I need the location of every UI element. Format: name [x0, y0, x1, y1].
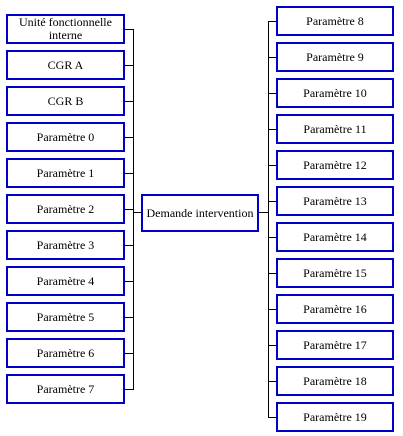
left-entity-box: Paramètre 1 [6, 158, 125, 188]
left-connector-stub [124, 353, 134, 354]
left-entity-label: Paramètre 7 [36, 381, 95, 396]
right-connector-stub [268, 237, 276, 238]
right-entity-box: Paramètre 10 [276, 78, 394, 108]
right-entity-label: Paramètre 10 [303, 85, 367, 100]
right-connector-stub [268, 93, 276, 94]
right-connector-stub [268, 129, 276, 130]
right-connector-stub [268, 309, 276, 310]
right-entity-label: Paramètre 8 [306, 13, 364, 28]
left-entity-box: Paramètre 5 [6, 302, 125, 332]
left-entity-box: CGR A [6, 50, 125, 80]
right-connector-stub [268, 21, 276, 22]
right-connector-bus [268, 21, 269, 418]
right-entity-label: Paramètre 14 [303, 229, 367, 244]
right-entity-label: Paramètre 9 [306, 49, 364, 64]
left-entity-box: Unité fonctionnelle interne [6, 14, 125, 44]
right-entity-label: Paramètre 17 [303, 337, 367, 352]
left-entity-label: Unité fonctionnelle interne [19, 15, 112, 42]
left-connector-stub [124, 281, 134, 282]
right-entity-label: Paramètre 11 [303, 121, 367, 136]
left-connector-stub [124, 137, 134, 138]
right-connector-stub [268, 381, 276, 382]
right-connector-stub [268, 417, 276, 418]
right-entity-box: Paramètre 9 [276, 42, 394, 72]
left-connector-stub [124, 173, 134, 174]
left-entity-label: Paramètre 4 [36, 273, 95, 288]
left-entity-box: Paramètre 0 [6, 122, 125, 152]
right-entity-box: Paramètre 12 [276, 150, 394, 180]
left-connector-stub [124, 317, 134, 318]
center-entity-label: Demande intervention [146, 205, 254, 220]
right-entity-label: Paramètre 15 [303, 265, 367, 280]
left-connector-stub [124, 29, 134, 30]
left-entity-box: Paramètre 3 [6, 230, 125, 260]
right-entity-box: Paramètre 18 [276, 366, 394, 396]
right-entity-box: Paramètre 13 [276, 186, 394, 216]
center-to-right-connector [259, 212, 269, 213]
right-connector-stub [268, 201, 276, 202]
left-connector-stub [124, 389, 134, 390]
right-entity-box: Paramètre 14 [276, 222, 394, 252]
right-connector-stub [268, 57, 276, 58]
left-entity-label: Paramètre 6 [36, 345, 95, 360]
left-entity-box: Paramètre 6 [6, 338, 125, 368]
left-connector-stub [124, 209, 134, 210]
left-entity-label: Paramètre 2 [36, 201, 95, 216]
left-entity-box: Paramètre 7 [6, 374, 125, 404]
right-connector-stub [268, 273, 276, 274]
center-entity-demande-intervention: Demande intervention [141, 194, 259, 232]
right-entity-label: Paramètre 13 [303, 193, 367, 208]
right-entity-box: Paramètre 8 [276, 6, 394, 36]
right-connector-stub [268, 345, 276, 346]
left-entity-label: Paramètre 5 [36, 309, 95, 324]
left-connector-stub [124, 245, 134, 246]
right-entity-box: Paramètre 16 [276, 294, 394, 324]
right-entity-label: Paramètre 19 [303, 409, 367, 424]
right-entity-box: Paramètre 15 [276, 258, 394, 288]
left-entity-box: Paramètre 4 [6, 266, 125, 296]
left-entity-label: CGR A [47, 57, 84, 72]
left-entity-label: CGR B [47, 93, 84, 108]
left-entity-box: Paramètre 2 [6, 194, 125, 224]
left-connector-stub [124, 65, 134, 66]
right-entity-label: Paramètre 18 [303, 373, 367, 388]
left-entity-label: Paramètre 1 [36, 165, 95, 180]
left-to-center-connector [133, 212, 141, 213]
right-entity-label: Paramètre 12 [303, 157, 367, 172]
right-entity-label: Paramètre 16 [303, 301, 367, 316]
left-connector-stub [124, 101, 134, 102]
right-entity-box: Paramètre 17 [276, 330, 394, 360]
right-entity-box: Paramètre 19 [276, 402, 394, 432]
left-entity-label: Paramètre 0 [36, 129, 95, 144]
right-connector-stub [268, 165, 276, 166]
left-entity-label: Paramètre 3 [36, 237, 95, 252]
left-entity-box: CGR B [6, 86, 125, 116]
right-entity-box: Paramètre 11 [276, 114, 394, 144]
